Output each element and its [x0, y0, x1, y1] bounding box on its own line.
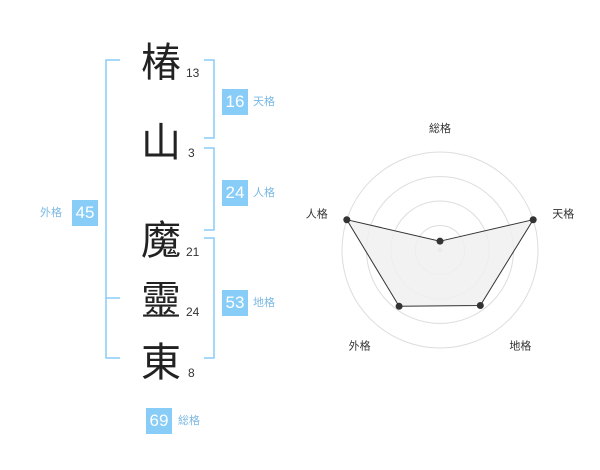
gaikaku-value: 45	[72, 200, 98, 226]
name-char-4: 靈	[141, 278, 181, 324]
gaikaku-label: 外格	[40, 206, 62, 219]
name-char-1: 椿	[141, 40, 181, 86]
radar-area	[345, 218, 535, 307]
name-char-2: 山	[141, 120, 181, 166]
name-char-3: 魔	[141, 218, 181, 264]
jinkaku-bracket	[204, 147, 215, 231]
radar-axis-label-3: 地格	[509, 338, 531, 352]
gaikaku-bracket	[105, 59, 120, 359]
stroke-count-3: 21	[186, 245, 200, 259]
stroke-count-1: 13	[186, 66, 200, 80]
soukaku-label: 総格	[178, 414, 200, 427]
radar-point-5	[343, 216, 351, 224]
radar-point-4	[395, 302, 403, 310]
radar-point-1	[436, 237, 444, 245]
radar-point-2	[529, 216, 537, 224]
name-char-5: 東	[141, 340, 181, 386]
tenkaku-label: 天格	[253, 95, 275, 108]
radar-axis-label-4: 外格	[349, 338, 371, 352]
radar-axis-label-5: 人格	[306, 207, 328, 221]
jinkaku-value: 24	[222, 180, 248, 206]
stroke-count-5: 8	[188, 366, 195, 380]
radar-axis-label-2: 天格	[552, 207, 574, 221]
soukaku-value: 69	[146, 408, 172, 434]
radar-axis-label-1: 総格	[429, 121, 451, 135]
chikaku-label: 地格	[253, 296, 275, 309]
chikaku-value: 53	[222, 290, 248, 316]
radar-ring-4	[341, 151, 539, 349]
radar-point-3	[476, 301, 484, 309]
stroke-count-2: 3	[188, 146, 195, 160]
jinkaku-label: 人格	[253, 186, 275, 199]
stroke-count-4: 24	[186, 305, 200, 319]
tenkaku-value: 16	[222, 89, 248, 115]
chikaku-bracket	[204, 237, 215, 359]
tenkaku-bracket	[204, 59, 215, 139]
